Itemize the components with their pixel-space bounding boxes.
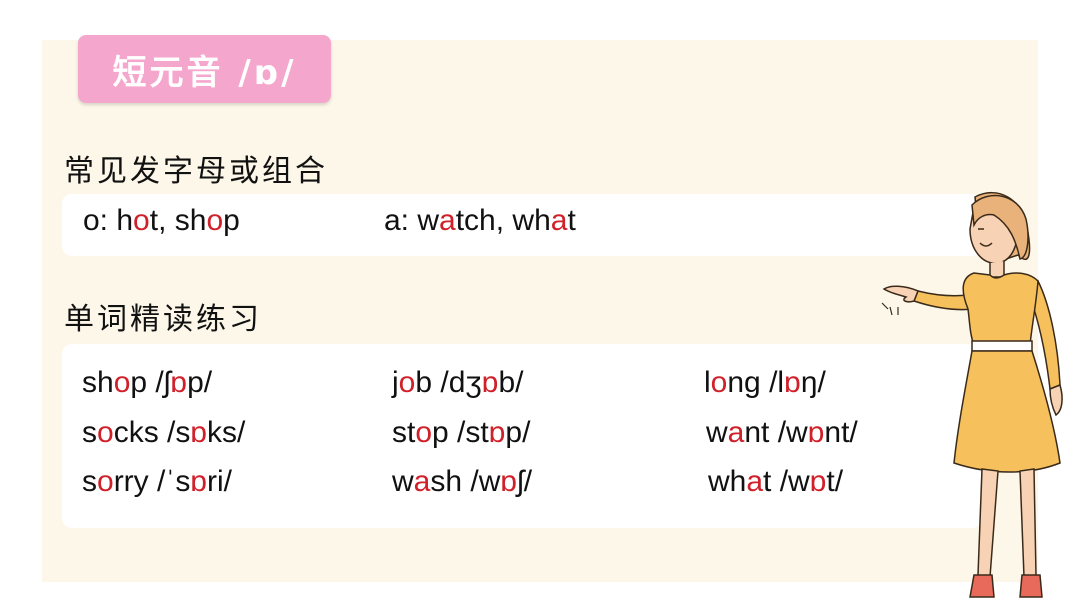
highlighted-letter: a <box>727 416 745 449</box>
words-panel <box>62 344 982 528</box>
word-text: w <box>706 416 728 449</box>
letters-panel <box>62 194 982 256</box>
word-text: p <box>223 204 240 237</box>
word-text: nt /w <box>744 416 808 449</box>
highlighted-letter: o <box>398 366 416 399</box>
heading-word-practice: 单词精读练习 <box>64 302 262 337</box>
word-text: p/ <box>505 416 531 449</box>
word-text: s <box>82 465 97 498</box>
word-text: t, sh <box>149 204 207 237</box>
letter-item: o: hot, shop <box>83 204 240 238</box>
word-text: t /w <box>763 465 810 498</box>
highlighted-letter: o <box>415 416 433 449</box>
highlighted-letter: ɒ <box>500 465 518 498</box>
letter-item: a: watch, what <box>384 204 576 238</box>
highlighted-letter: ɒ <box>190 416 208 449</box>
heading-letter-combinations: 常见发字母或组合 <box>64 154 328 189</box>
word-text: rry /ˈs <box>113 465 191 498</box>
word-text: ng /l <box>727 366 785 399</box>
highlighted-letter: ɒ <box>488 416 506 449</box>
word-text: cks /s <box>113 416 191 449</box>
highlighted-letter: o <box>133 204 150 237</box>
highlighted-letter: o <box>97 465 114 498</box>
word-item: job /dʒɒb/ <box>392 366 523 400</box>
word-item: shop /ʃɒp/ <box>82 366 212 400</box>
highlighted-letter: ɒ <box>170 366 188 399</box>
word-text: st <box>392 416 416 449</box>
highlighted-letter: a <box>413 465 431 498</box>
word-item: socks /sɒks/ <box>82 416 245 450</box>
word-item: sorry /ˈsɒri/ <box>82 465 232 499</box>
highlighted-letter: ɒ <box>190 465 208 498</box>
word-text: ks/ <box>207 416 246 449</box>
highlighted-letter: ɒ <box>784 366 801 399</box>
highlighted-letter: a <box>746 465 764 498</box>
highlighted-letter: o <box>710 366 728 399</box>
word-text: sh <box>82 366 114 399</box>
word-text: j <box>392 366 399 399</box>
highlighted-letter: ɒ <box>481 366 499 399</box>
word-text: o: h <box>83 204 134 237</box>
word-item: stop /stɒp/ <box>392 416 530 450</box>
word-item: long /lɒŋ/ <box>704 366 826 400</box>
word-text: tch, wh <box>455 204 551 237</box>
highlighted-letter: a <box>550 204 568 237</box>
word-text: l <box>704 366 711 399</box>
word-item: what /wɒt/ <box>708 465 843 499</box>
word-item: wash /wɒʃ/ <box>392 465 532 499</box>
word-item: want /wɒnt/ <box>706 416 858 450</box>
word-text: p/ <box>187 366 213 399</box>
word-text: b/ <box>498 366 524 399</box>
teacher-illustration <box>881 192 1063 598</box>
word-text: ŋ/ <box>800 366 826 399</box>
title-badge: 短元音 /ɒ/ <box>78 35 331 103</box>
word-text: ʃ/ <box>517 465 533 498</box>
word-text: a: w <box>384 204 440 237</box>
word-text: sh /w <box>430 465 501 498</box>
word-text: t <box>567 204 576 237</box>
word-text: b /dʒ <box>415 366 482 399</box>
word-text: w <box>392 465 414 498</box>
word-text: s <box>82 416 97 449</box>
word-text: p /ʃ <box>130 366 171 399</box>
highlighted-letter: ɒ <box>807 416 825 449</box>
highlighted-letter: o <box>97 416 114 449</box>
title-text: 短元音 /ɒ/ <box>112 52 297 93</box>
highlighted-letter: o <box>206 204 224 237</box>
word-text: p /st <box>432 416 489 449</box>
highlighted-letter: o <box>113 366 131 399</box>
word-text: t/ <box>826 465 844 498</box>
word-text: nt/ <box>824 416 858 449</box>
word-text: wh <box>708 465 747 498</box>
word-text: ri/ <box>207 465 233 498</box>
highlighted-letter: ɒ <box>809 465 827 498</box>
highlighted-letter: a <box>439 204 456 237</box>
